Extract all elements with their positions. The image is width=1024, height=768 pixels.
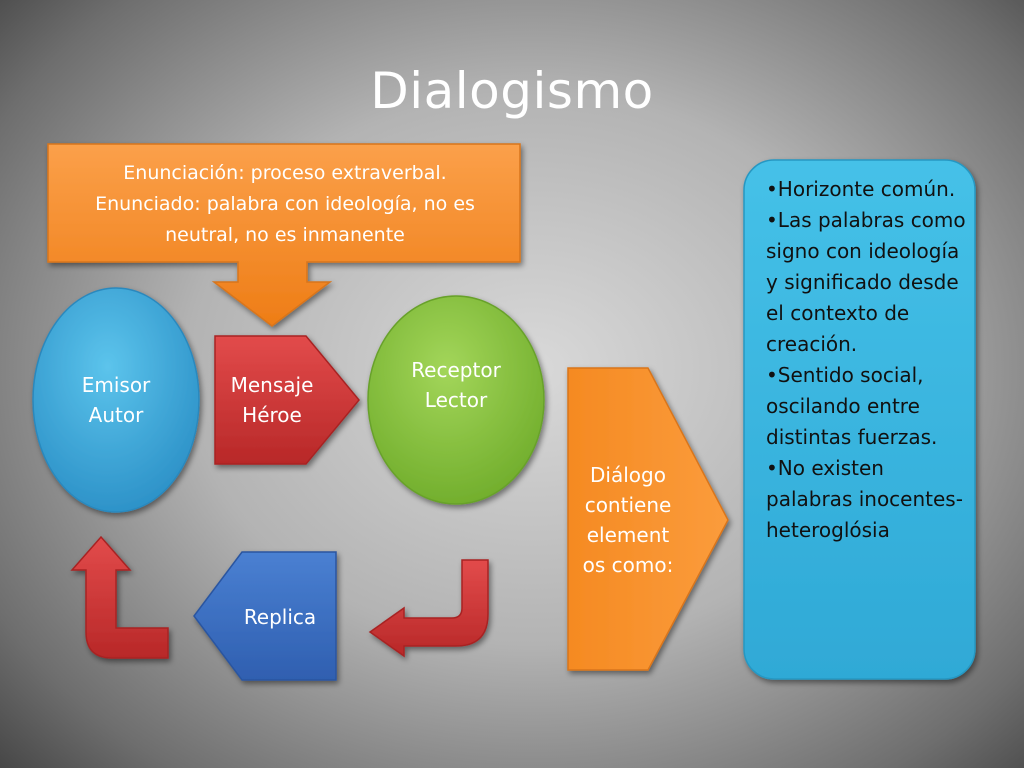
bullet-item: •Sentido social, oscilando entre distint… (766, 363, 938, 449)
callout-text: Enunciación: proceso extraverbal. Enunci… (52, 158, 518, 251)
dialogo-line: contiene (584, 493, 672, 517)
mensaje-line1: Mensaje (230, 373, 314, 397)
return-arrow-left-icon (368, 559, 489, 658)
emisor-ellipse (32, 287, 200, 513)
mensaje-label: Mensaje Héroe (218, 370, 326, 430)
slide-title: Dialogismo (370, 62, 654, 120)
receptor-ellipse (367, 295, 545, 505)
replica-arrow (193, 551, 337, 681)
mensaje-arrow (214, 335, 360, 465)
dialogo-line: os como: (582, 553, 674, 577)
receptor-line2: Lector (424, 388, 488, 412)
callout-box (47, 143, 521, 327)
dialogo-line: element (586, 523, 670, 547)
bullet-item: •Horizonte común. (766, 177, 956, 201)
bullet-item: •Las palabras como signo con ideología y… (766, 208, 966, 356)
emisor-line2: Autor (88, 403, 144, 427)
bullet-list: •Horizonte común. •Las palabras como sig… (766, 174, 966, 546)
bullets-box (743, 159, 976, 680)
replica-label: Replica (243, 605, 317, 629)
receptor-label: Receptor Lector (396, 355, 516, 415)
dialogo-line: Diálogo (590, 463, 666, 487)
return-arrow-up-icon (70, 535, 169, 659)
callout-line: neutral, no es inmanente (165, 224, 405, 246)
callout-line: Enunciado: palabra con ideología, no es (95, 193, 475, 215)
dialogo-arrow (567, 367, 729, 671)
dialogo-label: Diálogo contiene element os como: (572, 460, 684, 580)
bullet-item: •No existen palabras inocentes-heterogló… (766, 456, 963, 542)
emisor-label: Emisor Autor (56, 370, 176, 430)
mensaje-line2: Héroe (242, 403, 302, 427)
callout-line: Enunciación: proceso extraverbal. (123, 162, 447, 184)
emisor-line1: Emisor (81, 373, 151, 397)
receptor-line1: Receptor (411, 358, 501, 382)
